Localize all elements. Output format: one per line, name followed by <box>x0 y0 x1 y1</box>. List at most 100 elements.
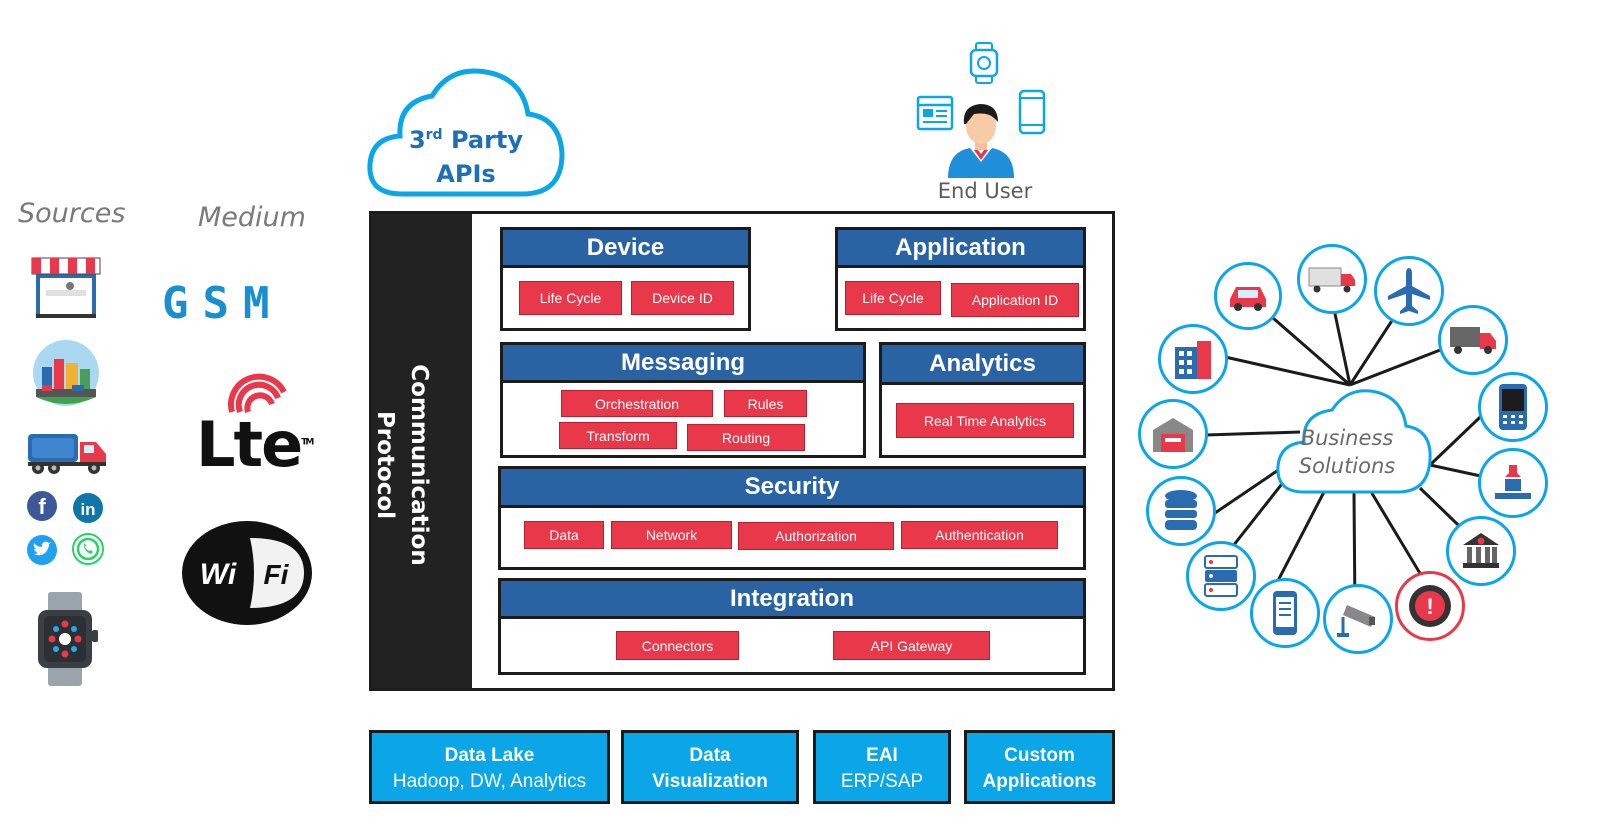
car-icon <box>1230 287 1266 311</box>
delivery-truck-node <box>1438 305 1508 375</box>
whatsapp-icon <box>72 533 104 565</box>
alert-icon: ! <box>1409 585 1451 627</box>
messaging-title: Messaging <box>503 345 863 383</box>
security-title: Security <box>501 469 1083 508</box>
truck-icon <box>1308 267 1355 293</box>
custom-applications-line1: Custom <box>1004 745 1075 766</box>
third-party-apis-label: 3rd Party APIs <box>364 118 568 191</box>
eai-subtitle: ERP/SAP <box>840 771 924 792</box>
business-solutions-label: Business Solutions <box>1290 424 1404 480</box>
medium-title: Medium <box>198 202 306 233</box>
business-line2: Solutions <box>1298 454 1396 478</box>
conveyor-icon <box>1495 465 1531 499</box>
smartwatch-icon <box>969 42 999 84</box>
mobile-icon <box>1018 89 1046 135</box>
wifi-logo: Wi Fi <box>182 521 312 625</box>
data-lake-title: Data Lake <box>444 745 535 766</box>
airplane-icon <box>1388 268 1430 314</box>
lte-logo: LteTM <box>196 408 314 481</box>
smartphone-node <box>1250 578 1320 648</box>
integration-chip: Connectors <box>616 631 739 660</box>
database-icon <box>1165 490 1197 530</box>
svg-text:in: in <box>80 500 95 519</box>
security-panel: Security Data Network Authorization Auth… <box>498 466 1086 570</box>
analytics-panel: Analytics Real Time Analytics <box>879 342 1086 458</box>
gsm-logo: GSM <box>162 278 284 329</box>
server-icon <box>1204 555 1238 597</box>
third-party-line1: 3rd Party <box>364 118 568 157</box>
conveyor-node <box>1478 448 1548 518</box>
business-cloud-icon <box>1276 389 1432 494</box>
linkedin-icon: in <box>73 493 103 523</box>
lte-text: Lte <box>196 408 303 481</box>
wifi-text-b: Fi <box>264 559 290 590</box>
smartwatch-icon <box>38 592 98 686</box>
signal-arc-icon <box>190 366 214 382</box>
lte-tm: TM <box>301 437 314 448</box>
database-node <box>1146 476 1216 546</box>
third-party-ordinal: 3 <box>408 126 426 154</box>
city-icon <box>33 340 99 406</box>
device-chip: Life Cycle <box>519 281 622 315</box>
application-chip: Application ID <box>951 283 1079 317</box>
data-visualization-box: Data Visualization <box>621 730 799 804</box>
warehouse-node <box>1138 399 1208 469</box>
business-line1: Business <box>1300 426 1394 450</box>
data-lake-box: Data Lake Hadoop, DW, Analytics <box>369 730 610 804</box>
messaging-panel: Messaging Orchestration Rules Transform … <box>500 342 866 458</box>
security-chip: Authentication <box>901 521 1058 549</box>
sources-title: Sources <box>18 198 126 229</box>
truck-icon <box>1450 327 1496 354</box>
eai-title: EAI <box>866 745 898 766</box>
mobile-icon <box>1273 591 1297 635</box>
security-chip: Data <box>524 521 604 549</box>
wifi-text-a: Wi <box>200 558 237 591</box>
bank-icon <box>1463 533 1499 568</box>
application-panel: Application Life Cycle Application ID <box>835 227 1086 331</box>
security-chip: Authorization <box>738 522 894 550</box>
messaging-chip: Routing <box>687 424 805 451</box>
mobile-device-node <box>1478 372 1548 442</box>
camera-icon <box>1337 605 1375 637</box>
custom-applications-line2: Applications <box>982 771 1097 792</box>
bank-node <box>1446 516 1516 586</box>
end-user-label: End User <box>937 179 1033 203</box>
third-party-line2: APIs <box>436 160 496 188</box>
car-node <box>1214 262 1282 330</box>
messaging-chip: Rules <box>724 390 807 417</box>
device-panel: Device Life Cycle Device ID <box>500 227 751 331</box>
messaging-chip: Orchestration <box>561 390 713 417</box>
camera-node <box>1323 584 1393 654</box>
device-chip: Device ID <box>631 281 734 315</box>
server-node <box>1186 541 1256 611</box>
integration-panel: Integration Connectors API Gateway <box>498 578 1086 675</box>
cloud-icon <box>367 68 565 197</box>
integration-chip: API Gateway <box>833 631 990 660</box>
data-visualization-line1: Data <box>689 745 731 766</box>
facebook-icon: f <box>27 491 57 521</box>
messaging-chip: Transform <box>559 422 677 449</box>
svg-text:f: f <box>38 494 46 519</box>
eai-box: EAI ERP/SAP <box>813 730 951 804</box>
mobile-icon <box>1499 384 1527 430</box>
third-party-sup: rd <box>425 127 443 143</box>
browser-icon <box>916 95 954 131</box>
building-icon <box>1175 341 1211 379</box>
store-icon <box>31 257 101 318</box>
truck-icon <box>28 434 106 474</box>
device-title: Device <box>503 230 748 268</box>
integration-title: Integration <box>501 581 1083 619</box>
third-party-word: Party <box>442 126 524 154</box>
analytics-chip: Real Time Analytics <box>896 403 1074 438</box>
alert-node: ! <box>1395 571 1465 641</box>
analytics-title: Analytics <box>882 345 1083 385</box>
lte-signal-icon <box>228 373 287 414</box>
freight-truck-node <box>1297 244 1367 314</box>
application-title: Application <box>838 230 1083 268</box>
svg-text:!: ! <box>1426 594 1433 619</box>
airplane-node <box>1374 256 1444 326</box>
application-chip: Life Cycle <box>845 281 941 315</box>
twitter-icon <box>27 535 57 565</box>
warehouse-icon <box>1153 418 1193 452</box>
office-building-node <box>1158 324 1228 394</box>
